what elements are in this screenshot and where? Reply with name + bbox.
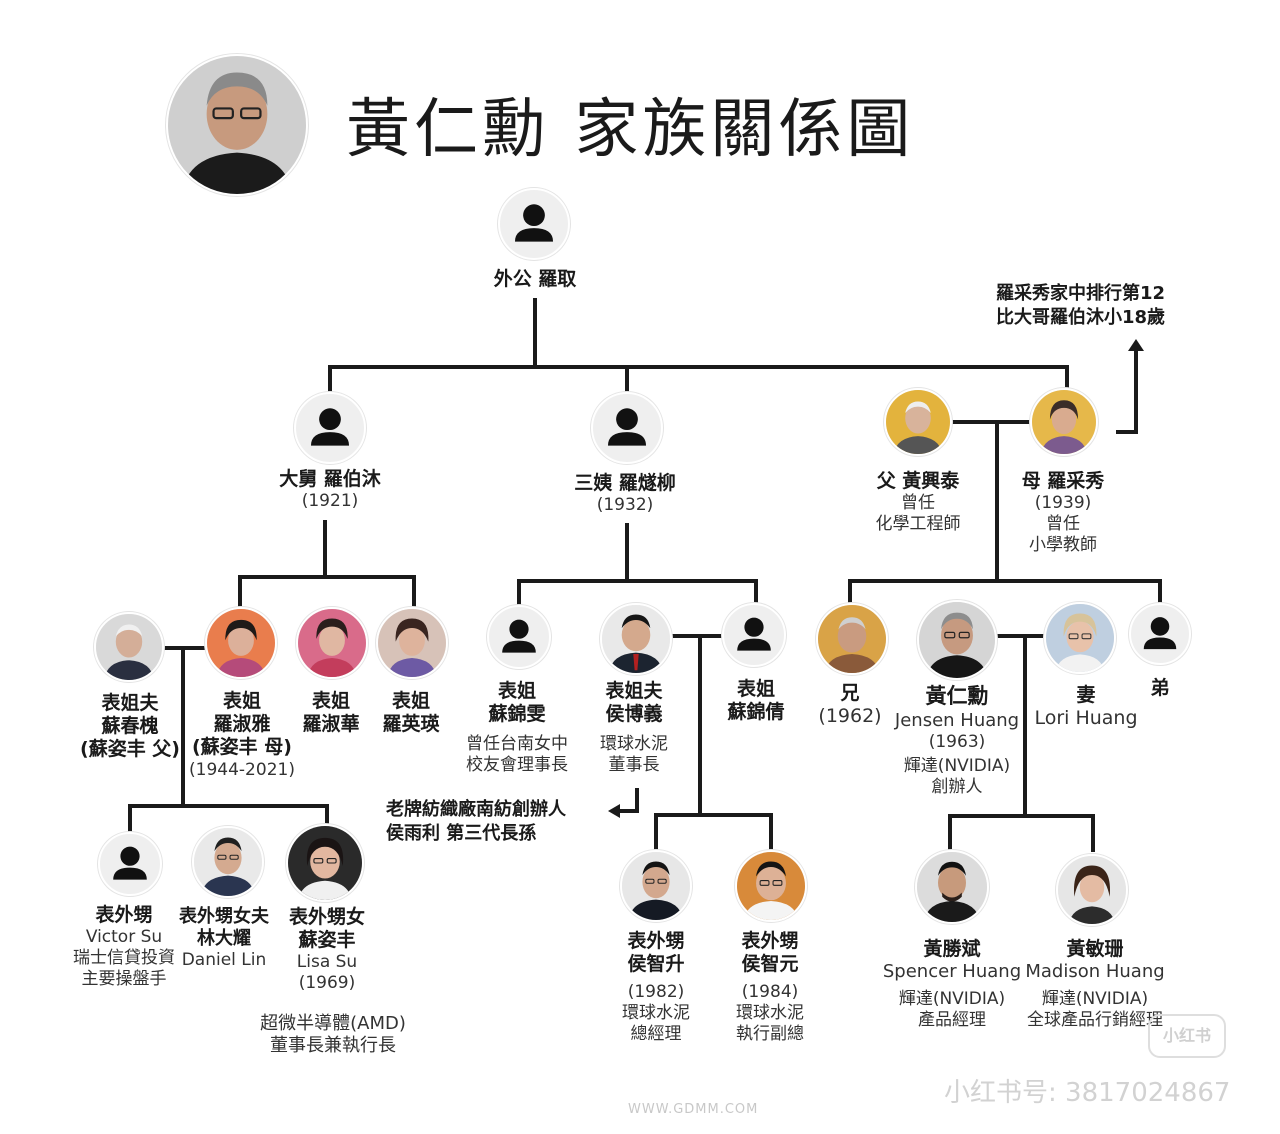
account-id-watermark: 小红书号: 3817024867 <box>944 1078 1231 1108</box>
jensen-label: 黃仁勳 Jensen Huang (1963) 輝達(NVIDIA) 創辦人 <box>894 684 1020 798</box>
spencer-avatar <box>915 850 989 924</box>
victor-avatar <box>98 832 162 896</box>
hou-boyi-label: 表姐夫 侯博義 環球水泥 董事長 <box>600 680 668 776</box>
brother-avatar <box>816 603 888 675</box>
portrait-photo-icon <box>919 602 995 678</box>
victor-label: 表外甥 Victor Su 瑞士信貸投資 主要操盤手 <box>73 904 175 989</box>
portrait-photo-icon <box>886 390 950 454</box>
portrait-photo-icon <box>622 852 690 920</box>
brother-label: 兄 (1962) <box>818 682 882 728</box>
hou-boyi-avatar <box>600 603 672 675</box>
portrait-photo-icon <box>96 614 162 680</box>
jensen-avatar <box>917 600 997 680</box>
father-label: 父 黃興泰 曾任 化學工程師 <box>875 470 961 534</box>
portrait-photo-icon <box>602 605 670 673</box>
younger-brother-avatar <box>1129 603 1191 665</box>
portrait-photo-icon <box>168 56 306 194</box>
mother-label: 母 羅采秀 (1939) 曾任 小學教師 <box>1021 470 1105 555</box>
madison-label: 黃敏珊 Madison Huang 輝達(NVIDIA) 全球產品行銷經理 <box>1025 938 1165 1030</box>
person-silhouette-icon <box>310 408 350 446</box>
portrait-photo-icon <box>818 605 886 673</box>
person-silhouette-icon <box>113 846 147 880</box>
xiaohongshu-logo-watermark: 小红书 <box>1148 1014 1226 1058</box>
person-silhouette-icon <box>1143 617 1177 650</box>
lori-avatar <box>1044 602 1116 674</box>
luo-yingying-avatar <box>376 607 448 679</box>
grandfather-avatar <box>498 188 570 260</box>
hou-zhisheng-label: 表外甥 侯智升 (1982) 環球水泥 總經理 <box>622 930 690 1044</box>
hou-zhiyuan-label: 表外甥 侯智元 (1984) 環球水泥 執行副總 <box>736 930 804 1044</box>
site-watermark: WWW.GDMM.COM <box>628 1102 759 1117</box>
portrait-photo-icon <box>207 609 275 677</box>
luo-shuhua-avatar <box>296 607 368 679</box>
portrait-photo-icon <box>1058 856 1126 924</box>
spencer-label: 黃勝斌 Spencer Huang 輝達(NVIDIA) 產品經理 <box>882 938 1022 1030</box>
portrait-photo-icon <box>288 826 362 900</box>
father-avatar <box>884 388 952 456</box>
luo-shuya-label: 表姐 羅淑雅 (蘇姿丰 母) (1944-2021) <box>189 690 295 780</box>
portrait-photo-icon <box>194 828 262 896</box>
su-jinqian-label: 表姐 蘇錦倩 <box>727 678 785 724</box>
mother-birth-order-note: 羅采秀家中排行第12 比大哥羅伯沐小18歲 <box>996 283 1166 329</box>
su-chunhuai-avatar <box>94 612 164 682</box>
hou-family-note: 老牌紡織廠南紡創辦人 侯雨利 第三代長孫 <box>386 799 566 845</box>
daniel-label: 表外甥女夫 林大耀 Daniel Lin <box>179 906 269 970</box>
portrait-photo-icon <box>737 852 805 920</box>
su-chunhuai-label: 表姐夫 蘇春槐 (蘇姿丰 父) <box>80 692 180 761</box>
lisa-label: 表外甥女 蘇姿丰 Lisa Su (1969) <box>288 906 366 994</box>
luo-yingying-label: 表姐 羅英瑛 <box>382 690 440 736</box>
portrait-photo-icon <box>1032 390 1096 454</box>
luo-shuhua-label: 表姐 羅淑華 <box>302 690 360 736</box>
aunt-label: 三姨 羅燧柳 (1932) <box>574 472 676 516</box>
page-title: 黃仁勳 家族關係圖 <box>346 93 915 167</box>
aunt-avatar <box>591 392 663 464</box>
person-silhouette-icon <box>737 617 771 651</box>
su-jinqian-avatar <box>722 603 786 667</box>
jensen-huang-title-portrait <box>166 54 308 196</box>
portrait-photo-icon <box>378 609 446 677</box>
luo-shuya-avatar <box>205 607 277 679</box>
younger-brother-label: 弟 <box>1150 677 1170 699</box>
mother-avatar <box>1030 388 1098 456</box>
madison-avatar <box>1056 854 1128 926</box>
lisa-avatar <box>286 824 364 902</box>
person-silhouette-icon <box>514 204 554 242</box>
portrait-photo-icon <box>1046 604 1114 672</box>
su-jinwen-avatar <box>487 605 551 669</box>
lisa-title-label: 超微半導體(AMD) 董事長兼執行長 <box>260 1013 406 1056</box>
portrait-photo-icon <box>917 852 987 922</box>
lori-label: 妻 Lori Huang <box>1034 684 1138 730</box>
daniel-avatar <box>192 826 264 898</box>
hou-zhiyuan-avatar <box>735 850 807 922</box>
hou-zhisheng-avatar <box>620 850 692 922</box>
portrait-photo-icon <box>298 609 366 677</box>
uncle-label: 大舅 羅伯沐 (1921) <box>279 468 381 512</box>
person-silhouette-icon <box>607 408 647 446</box>
uncle-avatar <box>294 392 366 464</box>
grandfather-label: 外公 羅取 <box>493 268 577 290</box>
su-jinwen-label: 表姐 蘇錦雯 曾任台南女中 校友會理事長 <box>466 680 568 776</box>
person-silhouette-icon <box>502 619 536 653</box>
